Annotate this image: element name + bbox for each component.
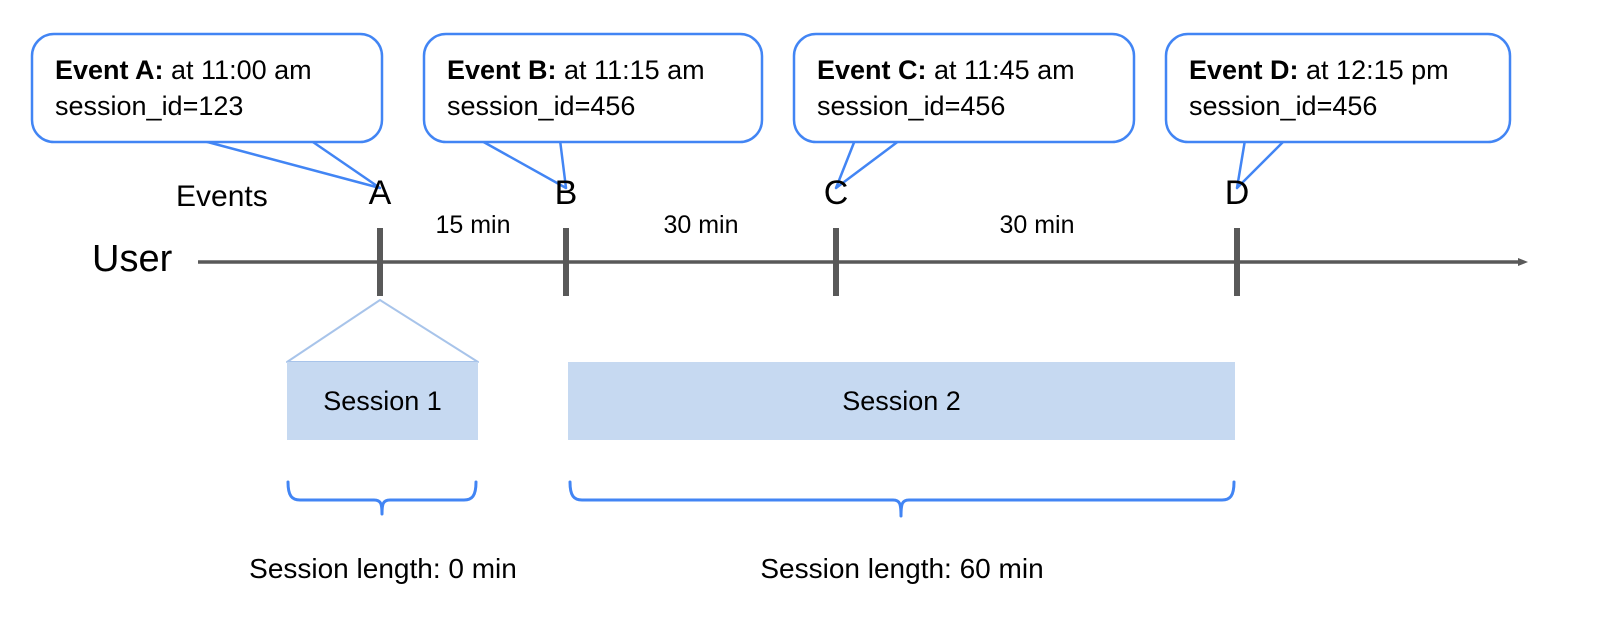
event-letter-a: A [368,174,392,212]
session1-brace [286,480,478,516]
callout-b-line1: Event B: at 11:15 am [447,52,705,88]
callout-b-title: Event B: [447,55,557,85]
callout-c-title: Event C: [817,55,927,85]
callout-c-line2: session_id=456 [817,91,1006,121]
callout-b-line2: session_id=456 [447,91,636,121]
gap-label-b-c: 30 min [663,211,739,239]
session1-connector [286,299,479,363]
callout-b-time: at 11:15 am [556,55,705,85]
callout-d-title: Event D: [1189,55,1299,85]
event-letter-c: C [823,174,849,212]
session-2-label: Session 2 [842,386,961,416]
callout-box-a [30,32,384,144]
callout-box-d [1164,32,1512,144]
callout-d-line2: session_id=456 [1189,91,1378,121]
callout-box-c [792,32,1136,144]
gap-label-c-d: 30 min [999,211,1075,239]
event-letter-b: B [554,174,578,212]
callout-a-time: at 11:00 am [163,55,312,85]
callout-a-line2: session_id=123 [55,91,244,121]
event-letter-d: D [1224,174,1250,212]
session-bar-2 [568,362,1235,440]
session2-brace [568,480,1236,518]
session-1-label: Session 1 [323,386,442,416]
events-row-label: Events [176,180,268,213]
callout-box-b [422,32,764,144]
callout-a-line1: Event A: at 11:00 am [55,52,312,88]
callout-d-time: at 12:15 pm [1298,55,1449,85]
callout-c-time: at 11:45 am [926,55,1075,85]
callout-a-title: Event A: [55,55,164,85]
session-1-length-label: Session length: 0 min [249,553,517,584]
session-bar-1 [287,362,478,440]
gap-label-a-b: 15 min [435,211,511,239]
session-2-length-label: Session length: 60 min [760,553,1044,584]
user-row-label: User [92,238,173,280]
callout-c-line1: Event C: at 11:45 am [817,52,1075,88]
callout-d-line1: Event D: at 12:15 pm [1189,52,1449,88]
